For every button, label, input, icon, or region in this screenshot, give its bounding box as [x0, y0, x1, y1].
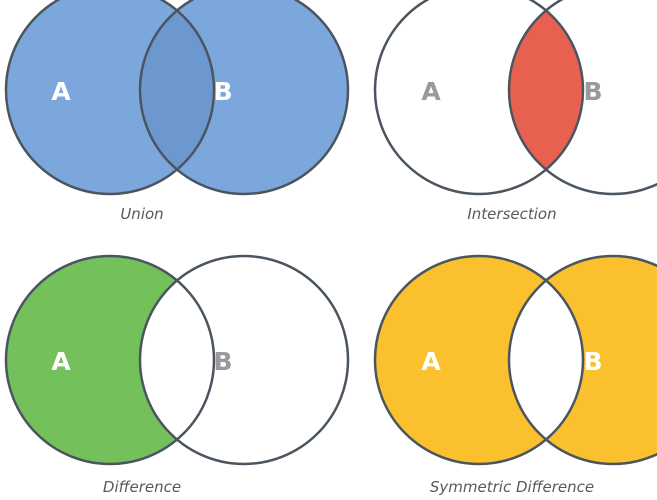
intersection-diagram: A B [373, 0, 657, 196]
union-circle-b-outline [138, 0, 350, 196]
union-overlap-fill [140, 0, 214, 194]
symmetric-overlap-fill [509, 256, 583, 464]
difference-diagram: A B [4, 254, 350, 466]
intersection-circle-a-outline [373, 0, 585, 196]
difference-circle-a-outline [4, 254, 216, 466]
union-diagram: A B [4, 0, 350, 196]
symmetric-label-a: A [421, 347, 441, 376]
union-caption: Union [120, 205, 164, 223]
symmetric-circle-b-outline [507, 254, 657, 466]
intersection-caption: Intersection [467, 205, 557, 223]
intersection-label-a: A [421, 77, 441, 106]
symmetric-difference-diagram: A B [373, 254, 657, 466]
difference-caption: Difference [102, 478, 182, 496]
difference-label-a: A [51, 347, 71, 376]
union-label-a: A [51, 77, 71, 106]
symmetric-circle-a-outline [373, 254, 585, 466]
intersection-circle-b-outline [507, 0, 657, 196]
symmetric-label-b: B [583, 347, 602, 376]
difference-circle-b-outline [138, 254, 350, 466]
intersection-overlap-fill [509, 0, 583, 194]
union-label-b: B [213, 77, 232, 106]
difference-label-b: B [213, 347, 232, 376]
difference-circle-b-fill [140, 256, 348, 464]
intersection-label-b: B [583, 77, 602, 106]
union-circle-a-outline [4, 0, 216, 196]
symmetric-difference-caption: Symmetric Difference [429, 478, 595, 496]
